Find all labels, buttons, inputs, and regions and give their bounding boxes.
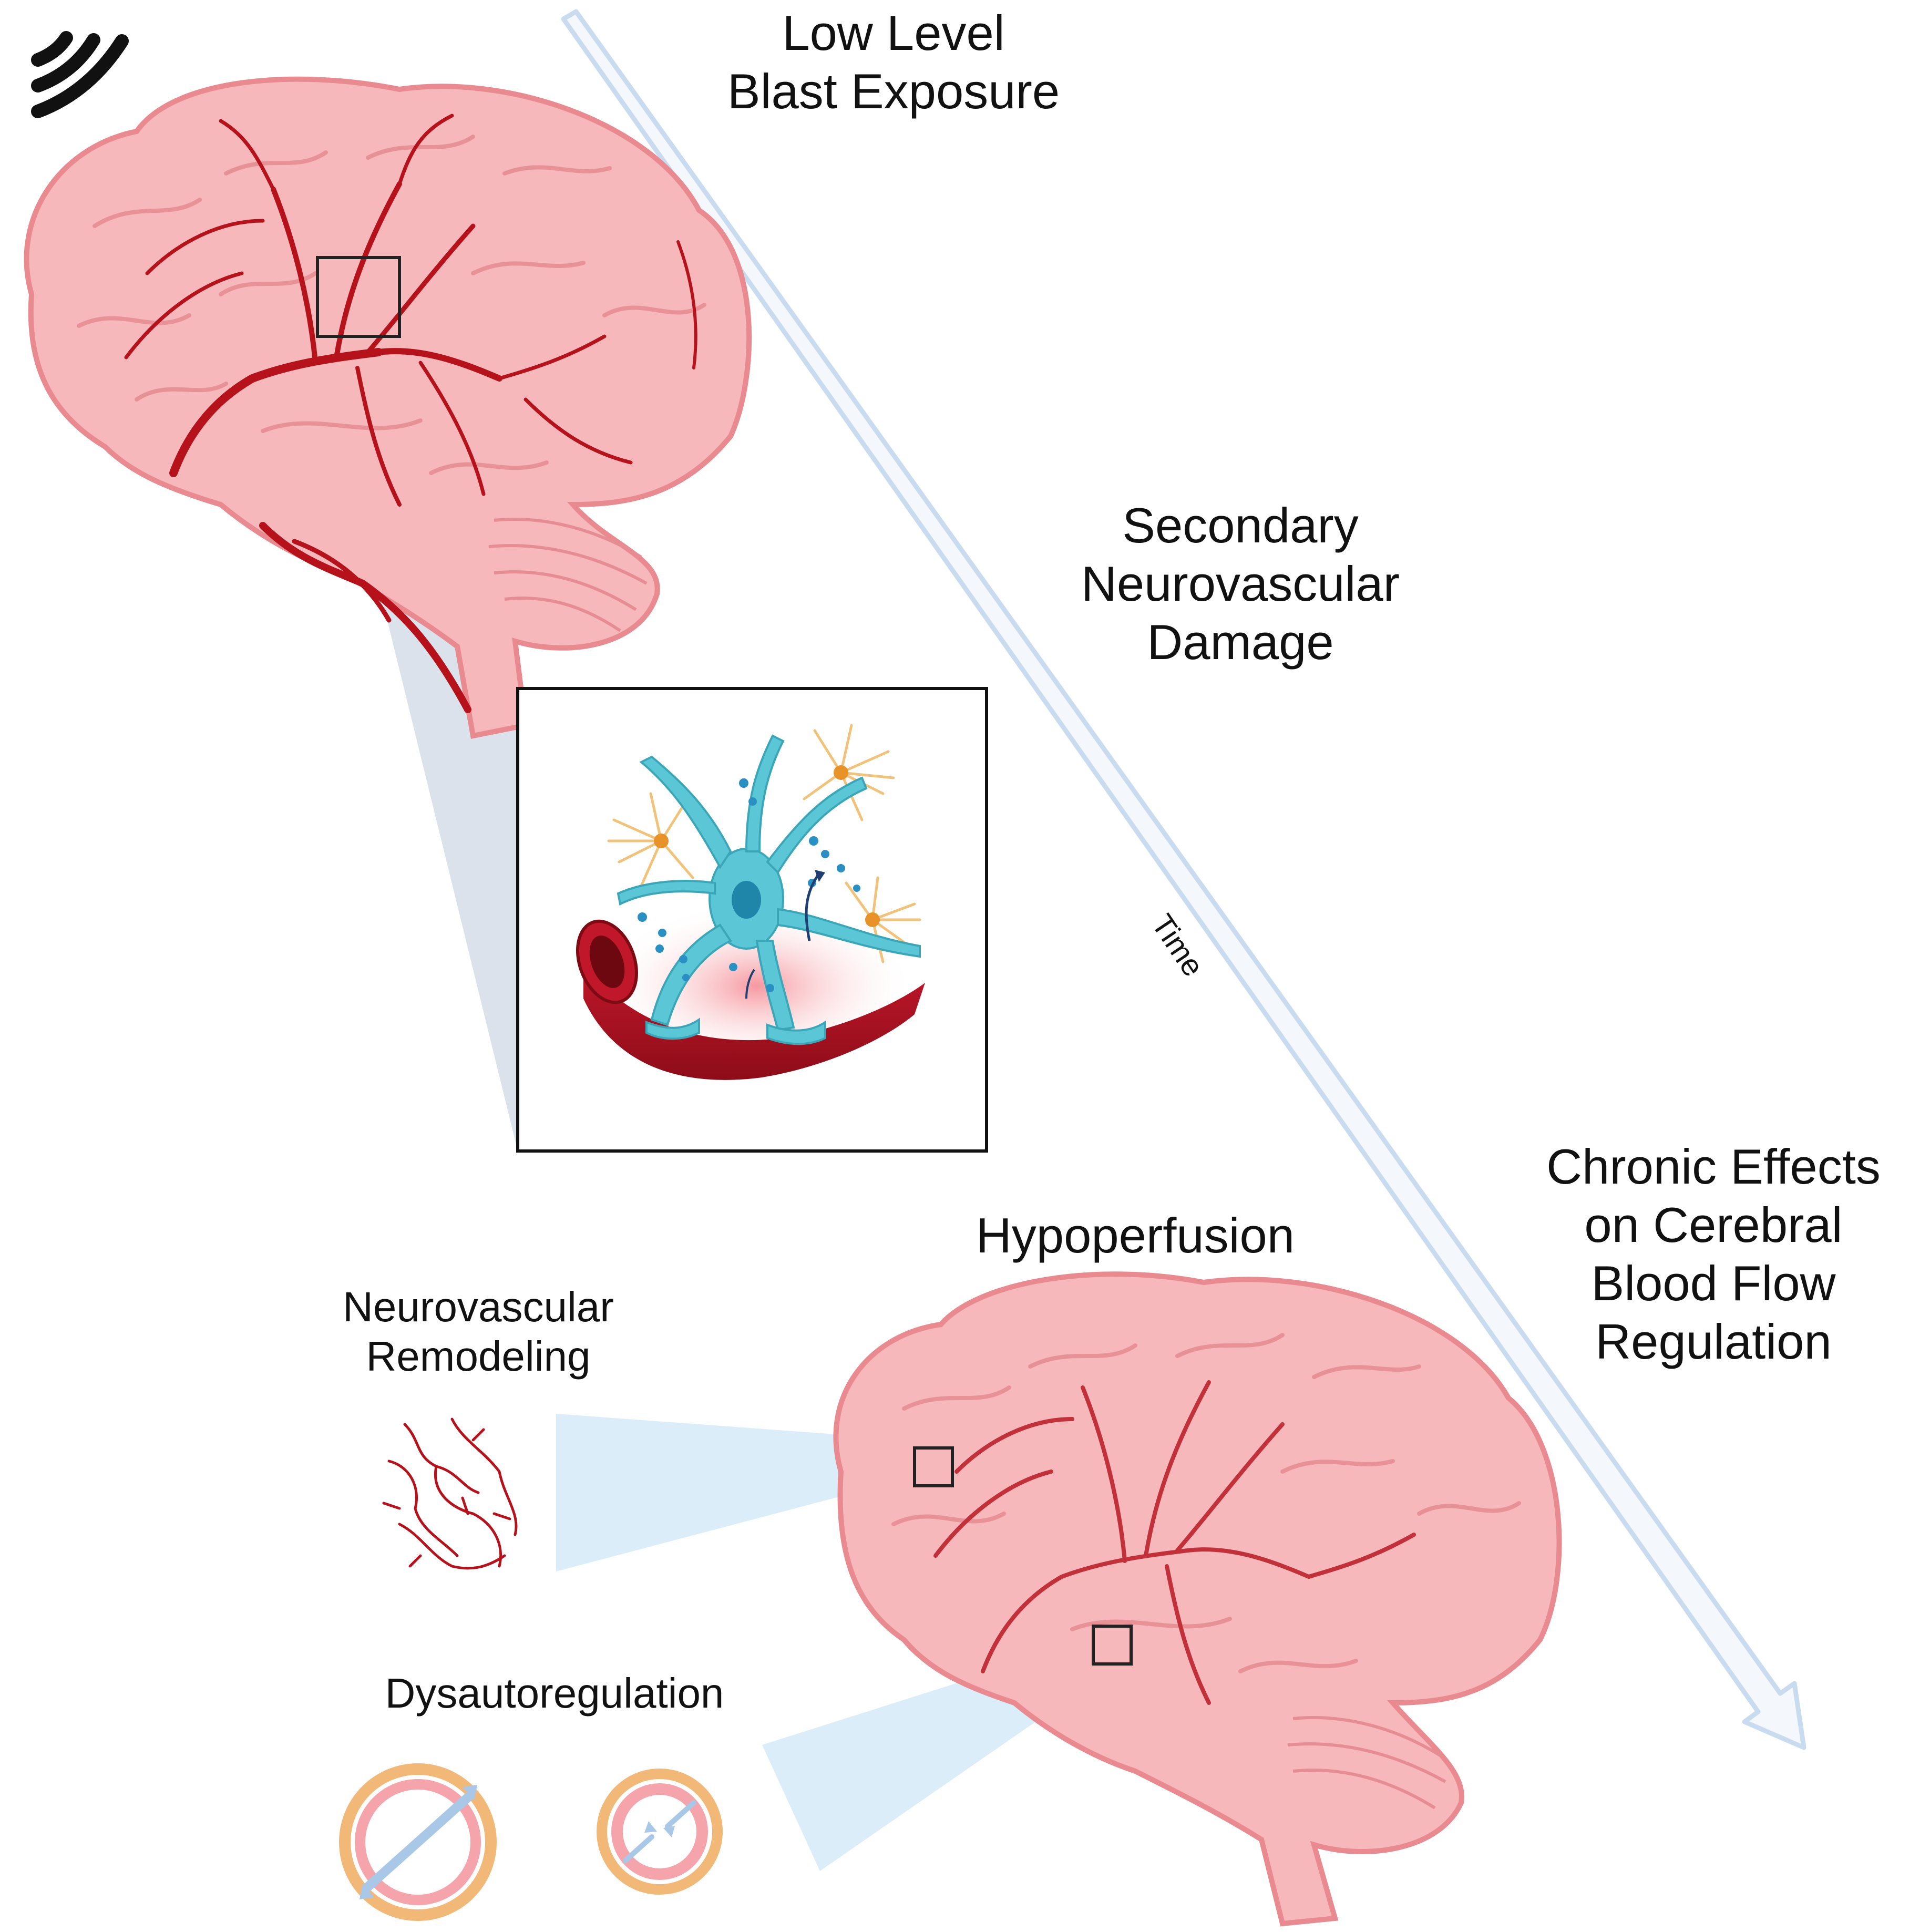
time-arrow <box>561 9 1806 1750</box>
astrocyte <box>607 792 694 890</box>
neuron-arrow <box>805 871 822 941</box>
blast-wave-icon <box>31 31 129 118</box>
upper-brain <box>24 76 752 739</box>
label-dysautoregulation: Dysautoregulation <box>385 1670 724 1717</box>
label-chronic-effects: Chronic Effects on Cerebral Blood Flow R… <box>1546 1139 1881 1369</box>
signaling-molecules <box>638 778 860 992</box>
dilated-vessel-icon <box>339 1763 497 1921</box>
capillary-network-icon <box>382 1417 518 1570</box>
label-neurovascular-remodeling: Neurovascular Remodeling <box>343 1283 614 1380</box>
neuron-nucleus <box>732 881 761 919</box>
label-secondary-neurovascular-damage: Secondary Neurovascular Damage <box>1081 498 1400 670</box>
upper-zoom-box <box>316 256 401 338</box>
label-hypoperfusion: Hypoperfusion <box>976 1208 1295 1263</box>
constricted-vessel-icon <box>597 1769 723 1895</box>
lower-brain <box>833 1271 1562 1927</box>
neurovascular-unit-inset <box>516 687 988 1153</box>
lower-zoom-box-temporal <box>1092 1625 1133 1666</box>
label-low-level-blast-exposure: Low Level Blast Exposure <box>727 5 1060 119</box>
remodeling-projection <box>556 1414 915 1571</box>
astrocyte <box>845 876 921 963</box>
lower-zoom-box-frontal <box>913 1446 954 1487</box>
